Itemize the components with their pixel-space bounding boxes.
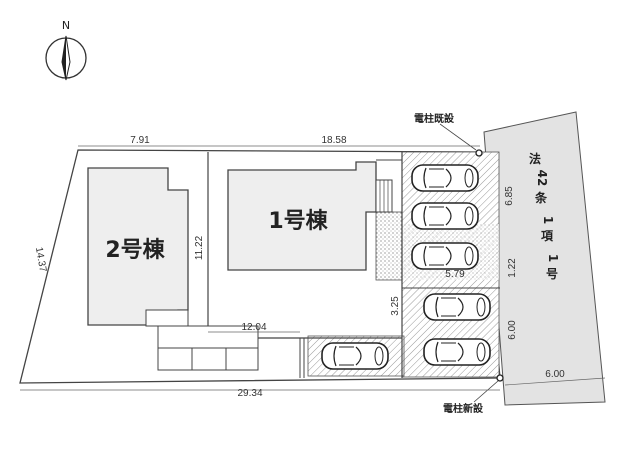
dim-gap: 3.25 — [390, 296, 401, 316]
parking-car — [423, 293, 491, 321]
dim-top-left: 7.91 — [130, 135, 150, 146]
road-label-char: 号 — [546, 266, 558, 281]
road-label-char: 項 — [541, 229, 554, 243]
pole-existing-label: 電柱既設 — [414, 112, 455, 125]
parking-car — [423, 338, 491, 366]
dim-right-lower: 6.00 — [507, 320, 518, 340]
road-area — [483, 111, 606, 406]
pole-new-label: 電柱新設 — [443, 402, 484, 415]
dim-right-mid: 1.22 — [507, 258, 518, 278]
planting-area — [375, 211, 403, 281]
parking-car — [411, 242, 479, 270]
parking-car — [411, 164, 479, 192]
road-label-char: 1 — [541, 216, 555, 224]
utility-pole-new-icon — [496, 374, 504, 382]
building-1-label: 1号棟 — [268, 208, 328, 234]
parking-car — [411, 202, 479, 230]
dim-top-right: 18.58 — [321, 135, 346, 146]
north-arrow: N — [45, 19, 87, 81]
dim-right-upper: 6.85 — [504, 186, 515, 206]
dim-left-side: 14.37 — [33, 246, 48, 273]
dim-bottom-inner: 12.04 — [241, 322, 266, 333]
dim-road-width: 6.00 — [545, 369, 565, 380]
road-label: 法 42 条 1 項 1 号 — [529, 151, 560, 281]
road-label-char: 42 — [535, 170, 549, 187]
road-label-char: 1 — [546, 254, 560, 262]
utility-pole-existing-icon — [475, 149, 483, 157]
north-label: N — [62, 19, 70, 32]
dim-parking-width: 5.79 — [445, 269, 465, 280]
parking-car — [321, 342, 389, 370]
road-label-char: 条 — [534, 190, 548, 205]
dim-bottom-total: 29.34 — [237, 388, 262, 399]
dim-inner-vertical: 11.22 — [194, 235, 205, 260]
road-label-char: 法 — [529, 151, 541, 166]
building-2-label: 2号棟 — [105, 237, 165, 263]
